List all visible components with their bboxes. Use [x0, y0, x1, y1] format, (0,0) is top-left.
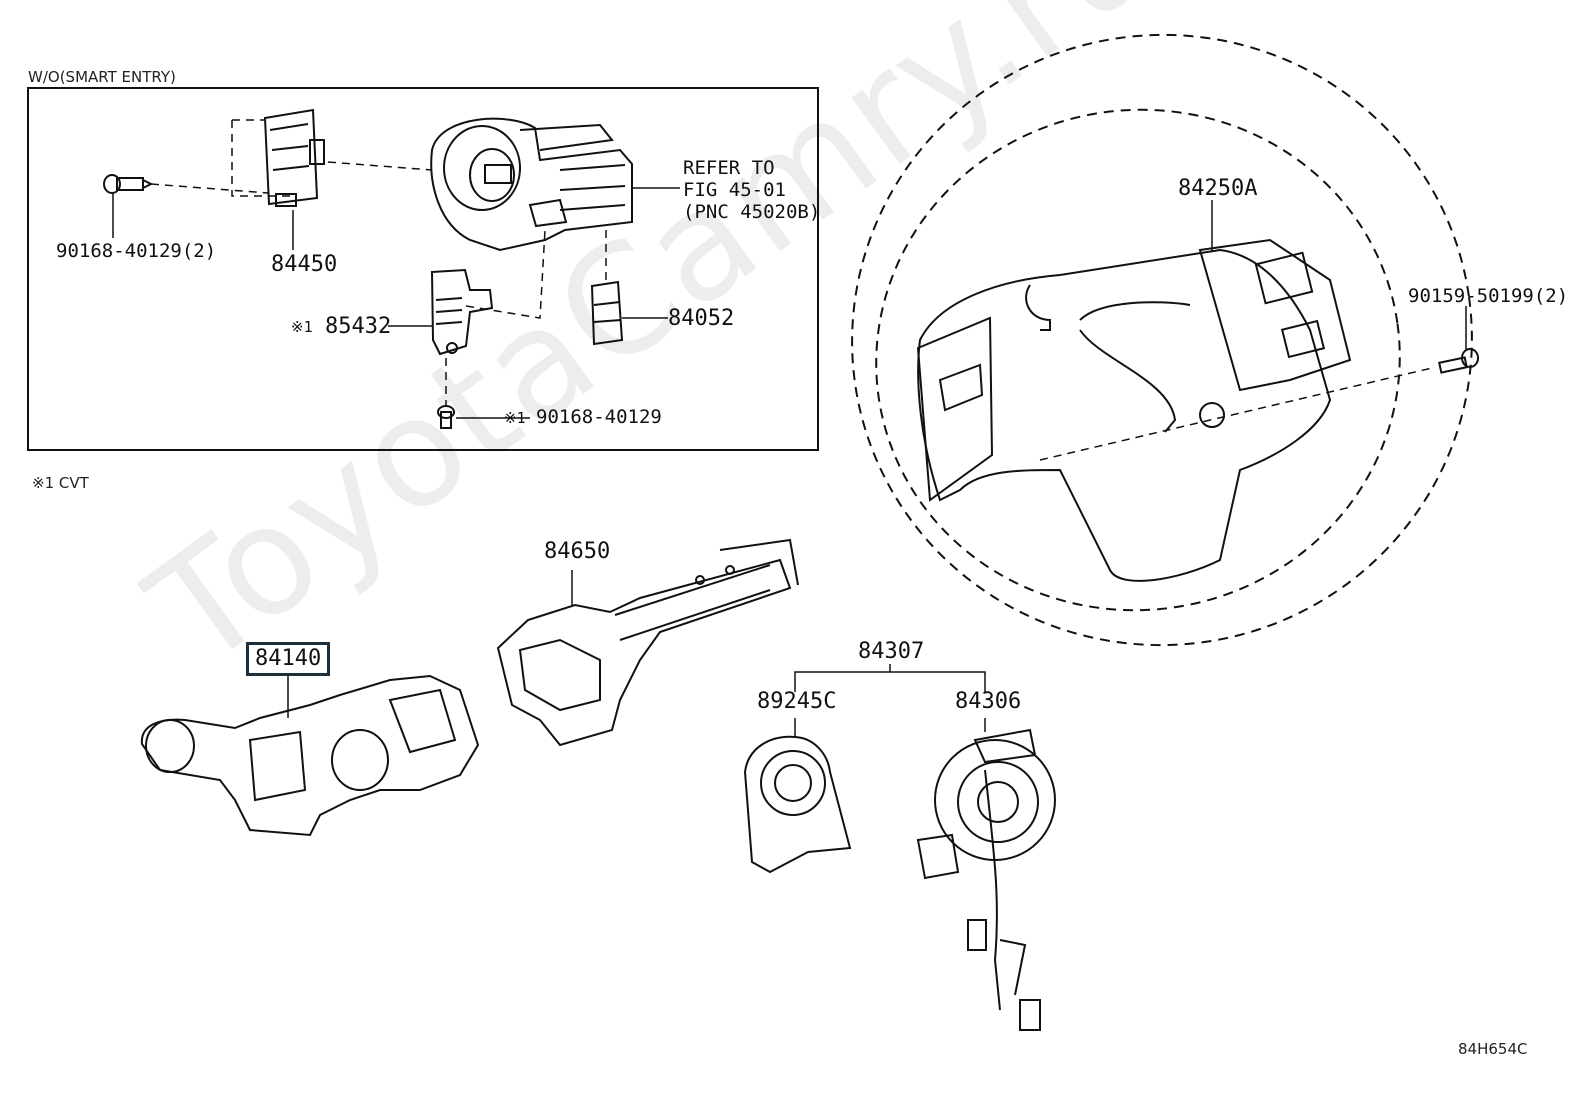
plug-84052-drawing	[590, 280, 624, 346]
label-84140: 84140	[255, 646, 322, 671]
screw-a-drawing	[103, 174, 154, 194]
inset-frame	[27, 87, 819, 451]
steering-sensor-drawing	[743, 735, 852, 874]
label-85432: 85432	[325, 314, 392, 339]
label-screw-b: 90168-40129	[536, 406, 662, 428]
label-84450: 84450	[271, 252, 338, 277]
inset-title: W/O(SMART ENTRY)	[28, 68, 176, 86]
screw-b-drawing	[437, 405, 455, 429]
label-84307: 84307	[858, 639, 925, 664]
label-89245c: 89245C	[757, 689, 837, 714]
bolt-drawing	[1438, 348, 1479, 374]
label-bolt: 90159-50199(2)	[1408, 285, 1569, 307]
spiral-cable-drawing	[916, 728, 1056, 1031]
label-84052: 84052	[668, 306, 735, 331]
label-84650: 84650	[544, 539, 611, 564]
label-screw-a: 90168-40129(2)	[56, 240, 217, 262]
label-84250a: 84250A	[1178, 176, 1258, 201]
figure-id: 84H654C	[1458, 1040, 1528, 1058]
part-85432-drawing	[430, 268, 494, 356]
lock-housing-drawing	[430, 117, 633, 252]
label-84306: 84306	[955, 689, 1022, 714]
cvt-mark-2: ※1	[504, 409, 526, 427]
switch-84450-drawing	[263, 108, 325, 207]
steering-wheel-drawing	[851, 33, 1473, 647]
footnote-cvt: ※1 CVT	[32, 474, 89, 492]
turn-switch-drawing	[140, 674, 480, 837]
highlight-84140[interactable]: 84140	[246, 642, 331, 676]
wiper-switch-drawing	[496, 538, 799, 747]
refer-line-2: FIG 45-01	[683, 179, 786, 201]
refer-line-1: REFER TO	[683, 157, 775, 179]
cvt-mark-1: ※1	[291, 318, 313, 336]
refer-line-3: (PNC 45020B)	[683, 201, 821, 223]
